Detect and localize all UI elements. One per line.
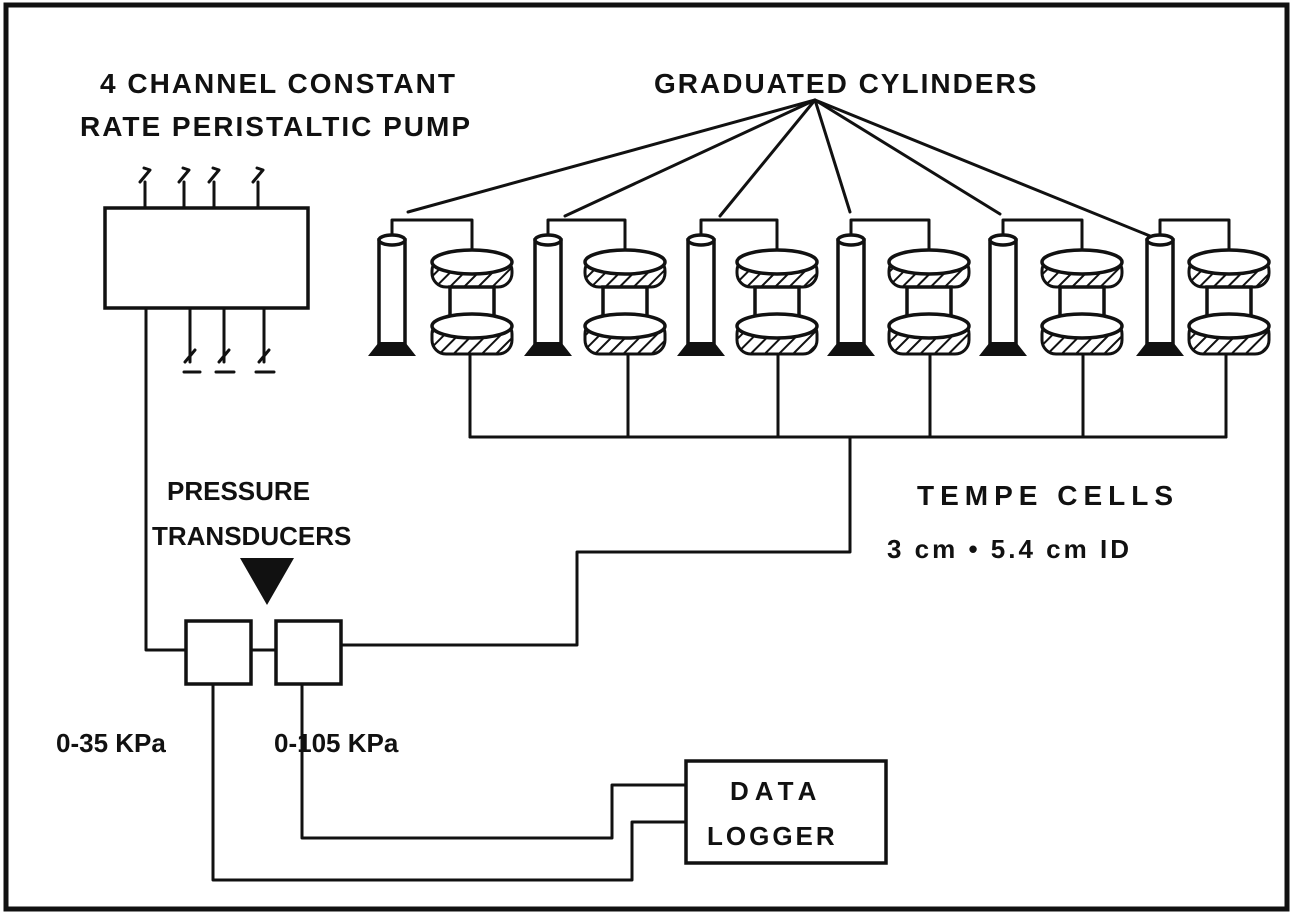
- pump-inlet-tube: [251, 166, 265, 210]
- tempe-cell: [735, 223, 819, 356]
- cylinder-to-cell-tube: [849, 218, 931, 237]
- data-logger: DATA LOGGER: [684, 759, 888, 865]
- pump-inlet-tube: [177, 166, 191, 210]
- graduated-cylinder: [524, 233, 572, 356]
- transducer-low-range: [184, 619, 253, 686]
- connecting-lines: [144, 306, 852, 882]
- cell-array: [368, 218, 1271, 356]
- data-logger-label-line2: LOGGER: [707, 821, 838, 851]
- pump-label-line2: RATE PERISTALTIC PUMP: [80, 111, 472, 142]
- tempe-manifold: [468, 353, 1228, 544]
- tempe-cell: [1187, 223, 1271, 356]
- transducer-high-range-label: 0-105 KPa: [274, 728, 399, 758]
- cylinder-to-cell-tube: [699, 218, 779, 237]
- cylinder-to-cell-tube: [1158, 218, 1231, 237]
- cylinder-to-cell-tube: [390, 218, 474, 237]
- cylinders-label-group: GRADUATED CYLINDERS: [406, 68, 1152, 238]
- pump-inlet-tube: [138, 166, 152, 210]
- graduated-cylinder: [677, 233, 725, 356]
- tempe-cell: [583, 223, 667, 356]
- figure-frame: [3, 2, 1290, 912]
- pump-outlet-tube: [254, 306, 276, 374]
- pump-label-line1: 4 CHANNEL CONSTANT: [100, 68, 457, 99]
- label-leader-lines: [406, 98, 1152, 238]
- graduated-cylinder: [368, 233, 416, 356]
- pump-body: [103, 206, 310, 310]
- peristaltic-pump: 4 CHANNEL CONSTANT RATE PERISTALTIC PUMP: [80, 68, 472, 374]
- transducers-label-line1: PRESSURE: [167, 476, 310, 506]
- cylinders-label: GRADUATED CYLINDERS: [654, 68, 1038, 99]
- tempe-cell: [1040, 223, 1124, 356]
- graduated-cylinder: [827, 233, 875, 356]
- transducer-high-range: [274, 619, 343, 686]
- tempe-cell: [430, 223, 514, 356]
- pump-outlet-tube: [182, 306, 202, 374]
- data-logger-label-line1: DATA: [730, 776, 822, 806]
- transducer-low-range-label: 0-35 KPa: [56, 728, 166, 758]
- data-logger-box: [684, 759, 888, 865]
- pump-outlet-tube: [214, 306, 236, 374]
- tempe-cells-dimensions: 3 cm • 5.4 cm ID: [887, 534, 1132, 564]
- pointer-triangle-icon: [240, 558, 294, 605]
- cylinder-to-cell-tube: [546, 218, 627, 237]
- pump-inlet-tube: [207, 166, 221, 210]
- tempe-cells-label: TEMPE CELLS: [917, 480, 1179, 511]
- tempe-cell: [887, 223, 971, 356]
- graduated-cylinder: [979, 233, 1027, 356]
- pressure-transducers: PRESSURE TRANSDUCERS 0-35 KPa 0-105 KPa: [56, 476, 399, 758]
- graduated-cylinder: [1136, 233, 1184, 356]
- cylinder-to-cell-tube: [1001, 218, 1084, 237]
- transducers-label-line2: TRANSDUCERS: [152, 521, 351, 551]
